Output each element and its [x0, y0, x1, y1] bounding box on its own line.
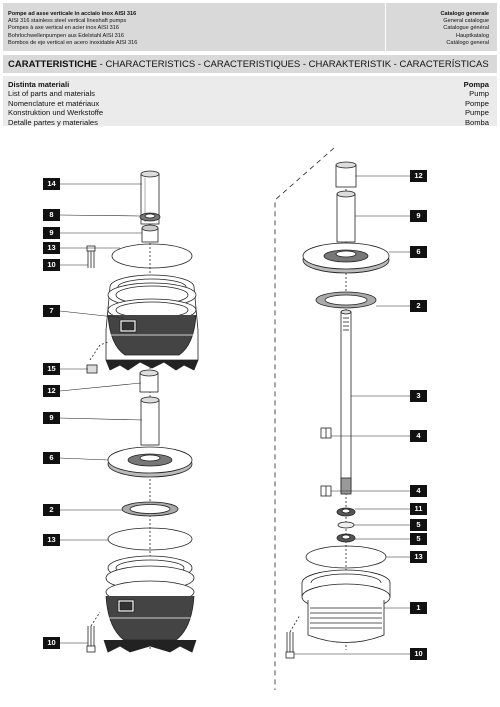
- right-part-3-shaft: [340, 309, 352, 495]
- left-part-12-bush: [139, 369, 159, 393]
- pump-label-french: Pompe: [464, 98, 489, 108]
- right-part-12-bush: [335, 161, 357, 188]
- left-part-13-oring: [111, 243, 193, 269]
- catalogue-english: General catalogue: [443, 18, 489, 25]
- title-french: Pompes à axe vertical en acier inox AISI…: [8, 25, 120, 32]
- callout-right-12: 12: [410, 170, 427, 182]
- callout-left-12: 12: [43, 385, 60, 397]
- callout-right-13: 13: [410, 551, 427, 563]
- callout-right-5b: 5: [410, 533, 427, 545]
- callout-left-14: 14: [43, 178, 60, 190]
- left-part-10-screw-lower: [86, 611, 101, 653]
- callout-left-8: 8: [43, 209, 60, 221]
- callout-right-5: 5: [410, 519, 427, 531]
- product-titles: Pompe ad asse verticale in acciaio inox …: [8, 11, 137, 47]
- left-lower-pump-body: [103, 555, 197, 653]
- right-part-6-impeller: [302, 242, 390, 274]
- pump-label-spanish: Bomba: [464, 117, 489, 127]
- document-header: Pompe ad asse verticale in acciaio inox …: [3, 3, 497, 51]
- parts-list-values: Pompa Pump Pompe Pumpe Bomba: [464, 80, 489, 127]
- left-part-8-ring: [139, 212, 161, 222]
- callout-left-2: 2: [43, 504, 60, 516]
- callout-right-9: 9: [410, 210, 427, 222]
- callout-left-9b: 9: [43, 412, 60, 424]
- parts-label-french: Nomenclature et matériaux: [8, 98, 100, 108]
- callout-right-1: 1: [410, 602, 427, 614]
- callout-left-9: 9: [43, 227, 60, 239]
- callout-left-7: 7: [43, 305, 60, 317]
- right-part-11-nut: [336, 507, 356, 517]
- callout-right-3: 3: [410, 390, 427, 402]
- left-part-7-pump-body: [105, 274, 199, 371]
- catalogue-german: Hauptkatalog: [456, 32, 489, 39]
- left-part-2-wear-ring: [121, 501, 179, 517]
- parts-label-spanish: Detalle partes y materiales: [8, 117, 98, 127]
- right-part-1-casing: [301, 569, 391, 643]
- right-part-5-washer-upper: [337, 521, 355, 529]
- pump-label-english: Pump: [469, 89, 489, 99]
- left-part-14-bush: [140, 170, 160, 225]
- header-divider: [385, 3, 386, 51]
- title-english: AISI 316 stainless steel vertical linesh…: [8, 18, 127, 25]
- callout-right-10: 10: [410, 648, 427, 660]
- right-part-5-washer-lower: [336, 533, 356, 543]
- callout-right-4: 4: [410, 430, 427, 442]
- title-german: Bohrlochwellenpumpen aus Edelstahl AISI …: [8, 32, 124, 39]
- callout-right-6: 6: [410, 246, 427, 258]
- parts-label-italian: Distinta materiali: [8, 80, 70, 89]
- callout-left-13b: 13: [43, 534, 60, 546]
- left-part-13-oring-lower: [107, 527, 193, 551]
- callout-right-4b: 4: [410, 485, 427, 497]
- left-part-9-sleeve: [141, 224, 159, 243]
- callout-left-15: 15: [43, 363, 60, 375]
- parts-label-english: List of parts and materials: [8, 89, 95, 99]
- callout-left-13: 13: [43, 242, 60, 254]
- title-italian: Pompe ad asse verticale in acciaio inox …: [8, 11, 137, 17]
- left-part-6-impeller: [107, 446, 193, 478]
- right-part-10-screw: [285, 614, 301, 659]
- right-part-4-key-lower: [320, 485, 332, 497]
- catalogue-french: Catalogue général: [443, 25, 489, 32]
- catalogue-names: Catalogo generale General catalogue Cata…: [441, 11, 490, 47]
- callout-right-11: 11: [410, 503, 427, 515]
- callout-right-2: 2: [410, 300, 427, 312]
- left-part-10-screw: [86, 245, 96, 268]
- parts-list-labels: Distinta materiali List of parts and mat…: [8, 80, 103, 127]
- pump-label-german: Pumpe: [464, 108, 489, 118]
- callout-left-10b: 10: [43, 637, 60, 649]
- title-spanish: Bombos de eje vertical en acero inoxidab…: [8, 39, 138, 46]
- characteristics-bar: CARATTERISTICHE - CHARACTERISTICS - CARA…: [3, 55, 497, 73]
- catalogue-italian: Catalogo generale: [440, 11, 490, 17]
- characteristics-title: CARATTERISTICHE - CHARACTERISTICS - CARA…: [8, 59, 489, 70]
- callout-left-6: 6: [43, 452, 60, 464]
- characteristics-title-bold: CARATTERISTICHE: [8, 59, 98, 70]
- right-leader-lines: [294, 175, 410, 655]
- characteristics-title-rest: - CHARACTERISTICS - CARACTERISTIQUES - C…: [97, 59, 489, 70]
- parts-list-bar: Distinta materiali List of parts and mat…: [3, 76, 497, 127]
- left-part-15-nut: [86, 341, 109, 374]
- separator-dashed-line: [274, 147, 335, 690]
- callout-left-10: 10: [43, 259, 60, 271]
- right-part-9-sleeve: [336, 190, 356, 243]
- right-part-2-wear-ring: [315, 291, 377, 309]
- left-leader-lines: [59, 183, 143, 644]
- left-part-9-long-sleeve: [140, 396, 160, 446]
- catalogue-spanish: Catálogo general: [446, 39, 489, 46]
- right-part-4-key-upper: [320, 427, 332, 439]
- parts-label-german: Konstruktion und Werkstoffe: [8, 108, 104, 118]
- pump-label-italian: Pompa: [463, 80, 489, 89]
